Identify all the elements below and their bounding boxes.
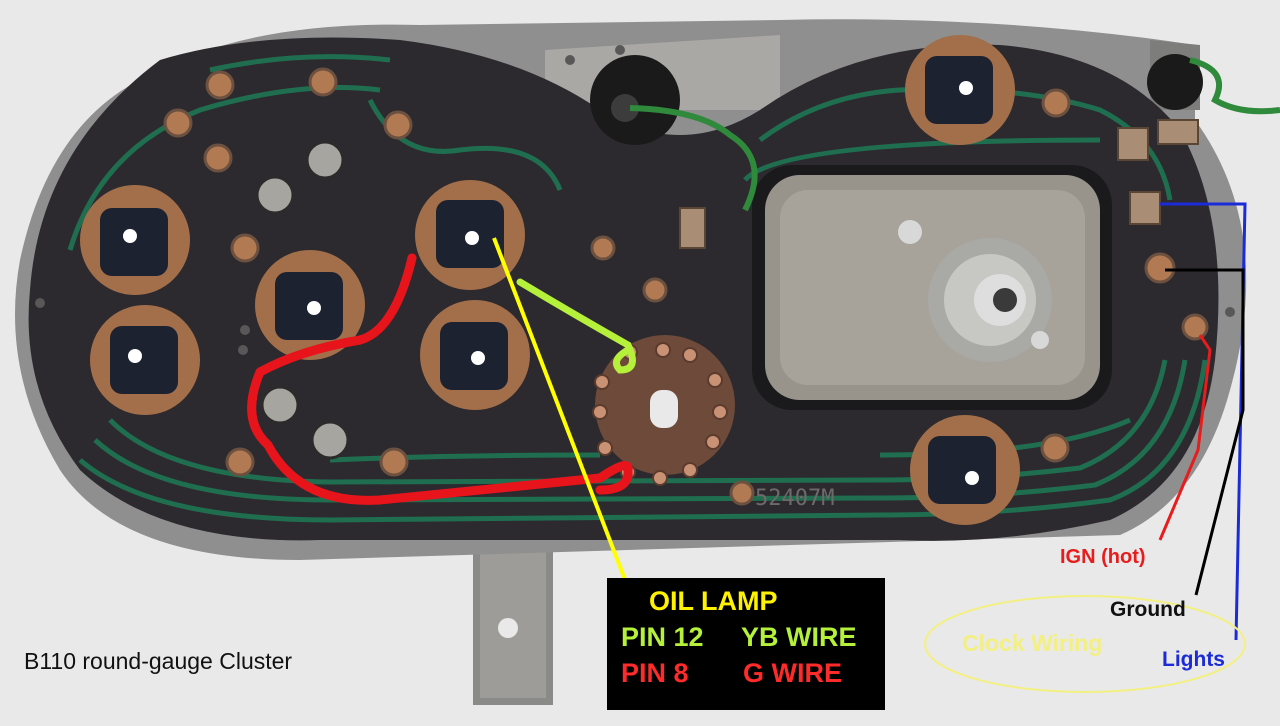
right-socket bbox=[1147, 54, 1203, 110]
bulb-socket bbox=[415, 180, 525, 290]
yb-wire-trace bbox=[516, 278, 636, 374]
bulb-socket bbox=[910, 415, 1020, 525]
oil-lamp-legend: OIL LAMP PIN 12 YB WIRE PIN 8 G WIRE bbox=[607, 578, 885, 710]
lights-label: Lights bbox=[1162, 648, 1225, 671]
cluster-title: B110 round-gauge Cluster bbox=[24, 648, 293, 674]
clock-wiring-label: Clock Wiring bbox=[962, 630, 1103, 656]
screw-post bbox=[163, 67, 1209, 506]
clock-wiring-ellipse bbox=[924, 595, 1246, 693]
part-number: 52407M bbox=[755, 486, 834, 511]
g-wire-label: G WIRE bbox=[743, 658, 842, 688]
oil-lamp-pointer bbox=[492, 237, 634, 599]
ground-label: Ground bbox=[1110, 598, 1186, 621]
lights-wire bbox=[1160, 202, 1247, 641]
speedometer-cup bbox=[752, 165, 1112, 410]
green-lead-wire bbox=[1189, 57, 1280, 115]
ign-hot-label: IGN (hot) bbox=[1060, 546, 1146, 568]
pin8-label: PIN 8 bbox=[621, 658, 689, 688]
bulb-socket bbox=[420, 300, 530, 410]
bulb-socket bbox=[90, 305, 200, 415]
bare-hole bbox=[255, 140, 350, 460]
bulb-socket bbox=[255, 250, 365, 360]
oil-lamp-title: OIL LAMP bbox=[649, 586, 778, 616]
bulb-socket bbox=[905, 35, 1015, 145]
mounting-tab bbox=[473, 540, 553, 705]
spade-terminal bbox=[679, 119, 1199, 249]
top-socket bbox=[590, 55, 680, 145]
bulb-socket bbox=[80, 185, 190, 295]
g-wire-trace bbox=[247, 253, 633, 505]
pin12-label: PIN 12 bbox=[621, 622, 704, 652]
ground-wire bbox=[1165, 268, 1245, 596]
mounting-hole bbox=[35, 45, 1235, 355]
yb-wire-label: YB WIRE bbox=[741, 622, 857, 652]
ign-wire bbox=[1158, 334, 1212, 541]
green-lead-wire bbox=[629, 105, 758, 212]
